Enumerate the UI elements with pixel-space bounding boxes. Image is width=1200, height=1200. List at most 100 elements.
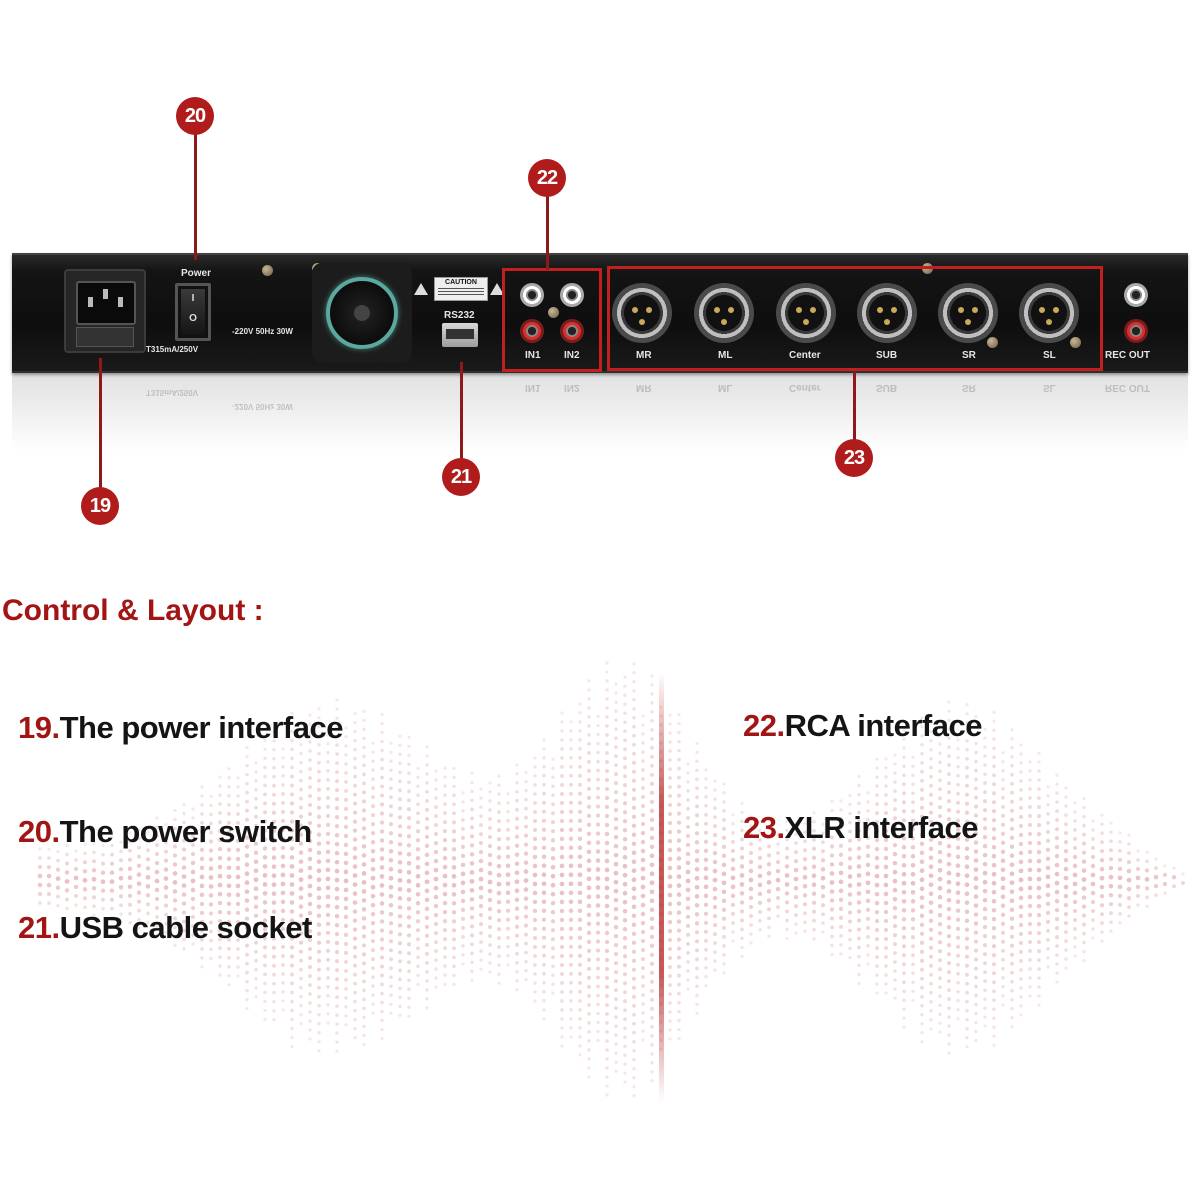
wave-dot	[1055, 791, 1059, 795]
xlr-output-sub[interactable]	[857, 283, 917, 343]
rec-out-jack-white[interactable]	[1124, 283, 1148, 307]
wave-dot	[217, 900, 223, 906]
wave-dot	[470, 969, 474, 974]
rca-jack-red[interactable]	[520, 319, 544, 343]
xlr-output-mr[interactable]	[612, 283, 672, 343]
wave-dot	[334, 877, 340, 883]
wave-dot	[46, 865, 52, 870]
wave-dot	[947, 718, 951, 722]
wave-dot	[569, 1008, 573, 1012]
wave-dot	[974, 777, 978, 782]
wave-dot	[631, 778, 637, 783]
wave-dot	[956, 971, 960, 976]
xlr-output-ml[interactable]	[694, 283, 754, 343]
power-switch[interactable]: I O	[175, 283, 211, 341]
rca-jack-white[interactable]	[520, 283, 544, 307]
wave-dot	[1090, 863, 1096, 869]
wave-dot	[326, 976, 330, 980]
wave-dot	[263, 801, 267, 806]
wave-dot	[749, 941, 753, 945]
wave-dot	[209, 821, 213, 826]
wave-dot	[335, 1040, 339, 1044]
wave-dot	[956, 782, 960, 787]
xlr-output-center[interactable]	[776, 283, 836, 343]
xlr-pin	[1046, 319, 1052, 325]
wave-dot	[496, 909, 502, 914]
wave-dot	[892, 914, 898, 920]
rec-out-jack-red[interactable]	[1124, 319, 1148, 343]
wave-dot	[290, 792, 294, 797]
wave-dot	[677, 748, 681, 753]
wave-dot	[721, 916, 727, 921]
wave-dot	[974, 732, 978, 737]
wave-dot	[595, 930, 601, 935]
rca-jack-red[interactable]	[560, 319, 584, 343]
wave-dot	[1054, 853, 1060, 859]
wave-dot	[461, 818, 465, 822]
wave-dot	[640, 947, 646, 953]
wave-dot	[632, 1094, 636, 1098]
rca-jack-white[interactable]	[560, 283, 584, 307]
wave-dot	[470, 933, 474, 938]
wave-dot	[704, 984, 708, 988]
wave-dot	[325, 858, 331, 864]
wave-dot	[416, 973, 420, 978]
wave-dot	[587, 1011, 591, 1016]
wave-dot	[361, 961, 367, 966]
wave-dot	[829, 844, 835, 849]
wave-dot	[784, 900, 790, 905]
wave-dot	[1127, 842, 1131, 846]
wave-dot	[200, 938, 204, 942]
wave-dot	[1009, 826, 1015, 831]
wave-dot	[389, 768, 393, 772]
wave-dot	[334, 815, 340, 820]
wave-dot	[937, 876, 943, 882]
xlr-output-sr[interactable]	[938, 283, 998, 343]
wave-dot	[200, 965, 204, 969]
wave-dot	[847, 856, 853, 861]
wave-dot	[884, 991, 888, 995]
wave-dot	[371, 795, 375, 800]
wave-dot	[1037, 805, 1041, 810]
wave-dot	[946, 790, 952, 795]
wave-dot	[965, 1027, 969, 1031]
wave-dot	[767, 826, 771, 831]
wave-dot	[568, 827, 574, 832]
wave-dot	[208, 866, 214, 871]
wave-dot	[119, 849, 123, 854]
wave-dot	[406, 816, 412, 821]
wave-dot	[713, 932, 717, 937]
wave-dot	[434, 769, 438, 773]
wave-dot	[1001, 975, 1005, 980]
wave-dot	[308, 722, 312, 726]
wave-dot	[272, 954, 276, 959]
wave-dot	[460, 835, 466, 840]
wave-dot	[281, 972, 285, 976]
wave-dot	[506, 801, 510, 805]
wave-dot	[371, 768, 375, 772]
wave-dot	[1001, 769, 1005, 773]
wave-dot	[1126, 896, 1132, 901]
wave-dot	[272, 801, 276, 806]
wave-dot	[370, 839, 376, 845]
wave-dot	[334, 922, 340, 928]
wave-dot	[1036, 903, 1042, 909]
wave-dot	[388, 849, 394, 854]
wave-dot	[146, 839, 150, 844]
wave-dot	[335, 1022, 339, 1026]
wave-dot	[649, 970, 655, 975]
wave-dot	[614, 1015, 618, 1019]
wave-dot	[587, 1057, 591, 1061]
wave-dot	[524, 977, 528, 982]
wave-dot	[973, 849, 979, 854]
wave-dot	[686, 951, 690, 955]
wave-dot	[307, 838, 313, 844]
wave-dot	[677, 964, 681, 969]
wave-dot	[650, 1015, 654, 1020]
wave-dot	[101, 906, 105, 911]
usb-socket[interactable]	[442, 323, 478, 347]
wave-dot	[317, 778, 321, 783]
wave-dot	[299, 769, 303, 774]
xlr-output-sl[interactable]	[1019, 283, 1079, 343]
wave-dot	[433, 840, 439, 846]
